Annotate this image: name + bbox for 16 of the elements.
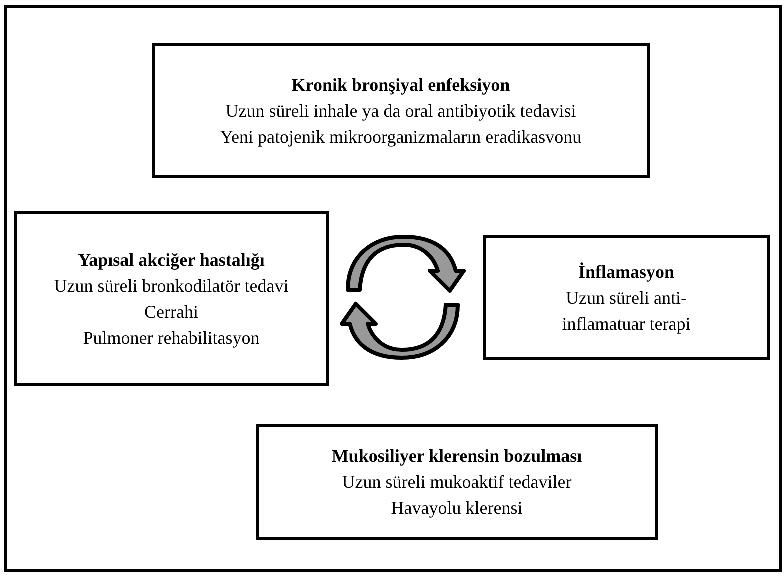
box-heading: İnflamasyon bbox=[578, 260, 675, 284]
text-box bbox=[256, 424, 658, 540]
box-text: Yeni patojenik mikroorganizmaların eradikasvonu bbox=[220, 126, 582, 149]
box-text: Uzun süreli bronkodilatör tedavi bbox=[54, 274, 289, 298]
box-text: Uzun süreli mukoaktif tedaviler bbox=[342, 471, 572, 494]
box-text: Pulmoner rehabilitasyon bbox=[83, 326, 260, 350]
box-heading: Mukosiliyer klerensin bozulması bbox=[332, 445, 582, 468]
box-text: Havayolu klerensi bbox=[391, 497, 523, 520]
box-text: Uzun süreli anti-inflamatuar terapi bbox=[561, 286, 692, 336]
box-text: Uzun süreli inhale ya da oral antibiyotik tedavisi bbox=[226, 100, 576, 123]
text-box bbox=[14, 211, 329, 386]
box-text: Cerrahi bbox=[144, 300, 198, 324]
box-heading: Kronik bronşiyal enfeksiyon bbox=[292, 74, 510, 97]
text-box bbox=[483, 235, 770, 360]
box-heading: Yapısal akciğer hastalığı bbox=[78, 248, 265, 272]
text-box bbox=[152, 43, 650, 178]
